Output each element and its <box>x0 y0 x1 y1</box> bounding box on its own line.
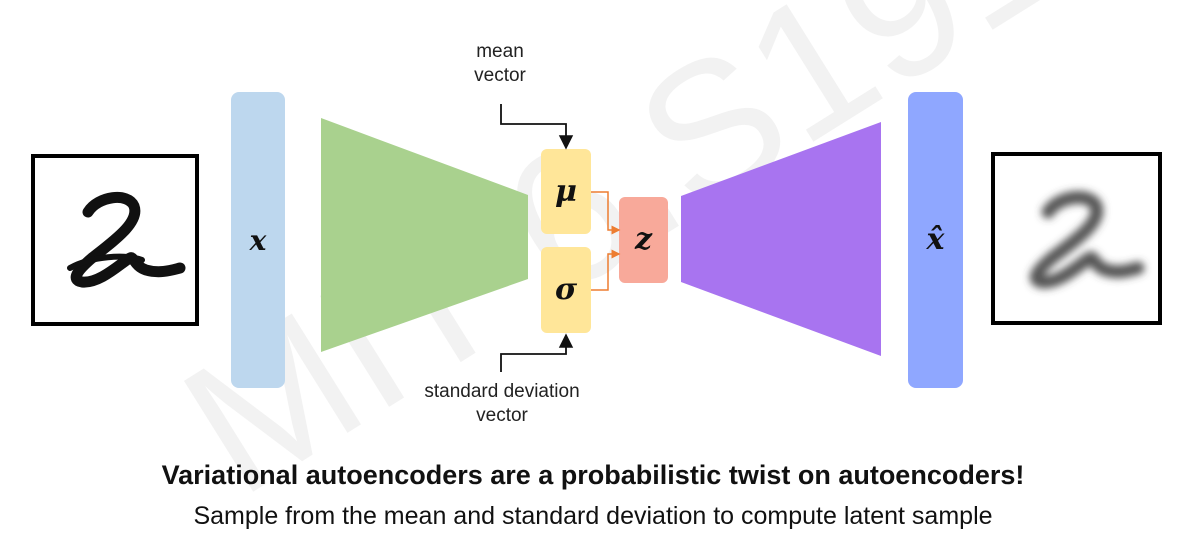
output-layer-bar <box>908 92 963 388</box>
std-to-z-arrow <box>591 249 621 291</box>
mean-to-z-arrow <box>591 191 621 235</box>
std-label-line2: vector <box>476 405 528 426</box>
sample-box <box>619 197 668 283</box>
caption-subtitle: Sample from the mean and standard deviat… <box>193 502 993 530</box>
mean-label-arrow <box>500 104 574 150</box>
input-symbol: x <box>249 224 267 257</box>
mean-symbol: μ <box>555 174 577 209</box>
output-symbol: x̂ <box>926 222 945 257</box>
caption-title: Variational autoencoders are a probabili… <box>161 460 1025 490</box>
mean-vector-label: mean vector <box>440 40 560 88</box>
mean-label-line2: vector <box>474 65 526 86</box>
std-box <box>541 247 591 333</box>
input-digit-image <box>31 154 199 326</box>
std-vector-label: standard deviation vector <box>392 380 612 428</box>
output-digit-image <box>991 152 1162 325</box>
mean-box <box>541 149 591 234</box>
sample-symbol: z <box>634 222 653 257</box>
decoder-trapezoid <box>681 122 881 356</box>
mean-label-line1: mean <box>476 41 524 62</box>
std-symbol: σ <box>554 272 578 307</box>
std-label-arrow <box>500 333 574 372</box>
input-layer-bar <box>231 92 285 388</box>
std-label-line1: standard deviation <box>424 381 580 402</box>
encoder-trapezoid <box>321 118 528 352</box>
